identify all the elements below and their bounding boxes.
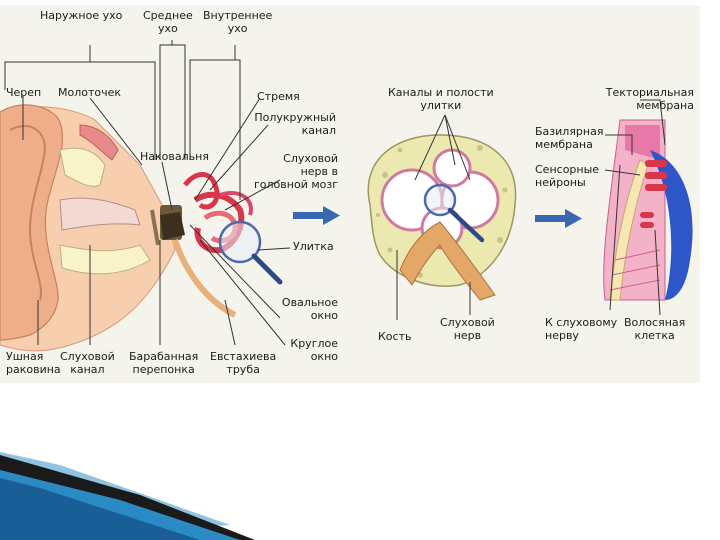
label-sensory-neurons: Сенсорные нейроны	[535, 163, 599, 189]
label-ear-canal: Слуховой канал	[60, 350, 115, 376]
label-stapes: Стремя	[257, 90, 300, 103]
label-auditory-nerve: Слуховой нерв	[440, 316, 495, 342]
label-oval-window: Овальное окно	[262, 296, 338, 322]
label-eustachian-tube: Евстахиева труба	[210, 350, 276, 376]
label-outer-ear: Наружное ухо	[40, 9, 122, 22]
label-anvil: Наковальня	[140, 150, 209, 163]
arrow-1	[293, 206, 340, 225]
slide-accent	[0, 452, 255, 540]
ear-cross-section	[0, 105, 280, 351]
label-cochlea-canals: Каналы и полости улитки	[388, 86, 494, 112]
label-hair-cell: Волосяная клетка	[624, 316, 685, 342]
cochlea-section	[368, 135, 515, 300]
label-eardrum: Барабанная перепонка	[129, 350, 198, 376]
label-basilar-membrane: Базилярная мембрана	[535, 125, 603, 151]
label-auditory-nerve-brain: Слуховой нерв в головной мозг	[246, 152, 338, 191]
label-bone: Кость	[378, 330, 411, 343]
label-tectorial-membrane: Текториальная мембрана	[598, 86, 694, 112]
label-hammer: Молоточек	[58, 86, 121, 99]
label-auricle: Ушная раковина	[6, 350, 61, 376]
arrow-2	[535, 209, 582, 228]
label-to-auditory-nerve: К слуховому нерву	[545, 316, 617, 342]
label-inner-ear: Внутреннее ухо	[203, 9, 272, 35]
label-skull: Череп	[6, 86, 41, 99]
label-cochlea: Улитка	[293, 240, 334, 253]
label-middle-ear: Среднее ухо	[143, 9, 193, 35]
label-semicircular-canal: Полукружный канал	[248, 111, 336, 137]
